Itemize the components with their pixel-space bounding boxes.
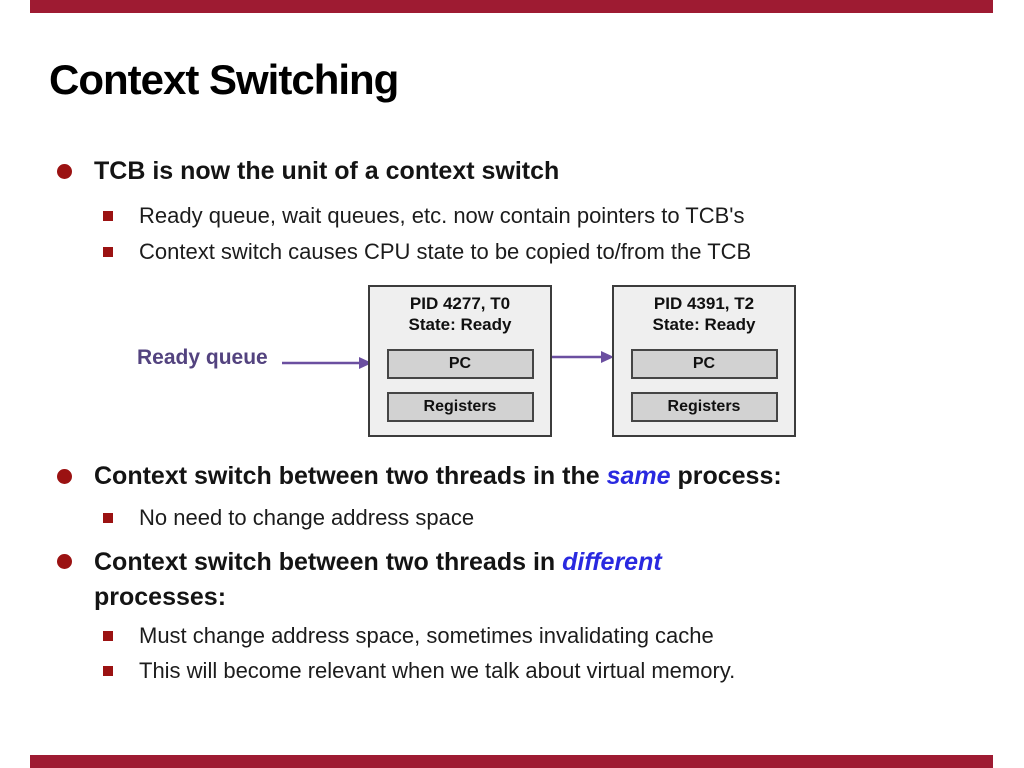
slide-body: TCB is now the unit of a context switch … (50, 155, 990, 685)
highlight-different: different (562, 548, 662, 576)
subbullet-text: This will become relevant when we talk a… (139, 658, 736, 683)
subbullet-text: Context switch causes CPU state to be co… (139, 239, 752, 264)
tcb-pid-line: PID 4391, T2 (653, 294, 755, 313)
bullet-square-icon (103, 513, 113, 523)
subbullet-cpu-state-copied: Context switch causes CPU state to be co… (50, 238, 990, 266)
tcb-pid-line: PID 4277, T0 (409, 294, 511, 313)
bullet-same-process: Context switch between two threads in th… (50, 460, 990, 492)
subbullet-text: No need to change address space (139, 505, 475, 530)
bullet-dot-icon (57, 469, 72, 484)
bullet-text: Context switch between two threads in th… (94, 460, 782, 492)
registers-field: Registers (386, 392, 534, 422)
bullet-dot-icon (57, 554, 72, 569)
tcb-box-1: PID 4277, T0 State: Ready PC Registers (368, 285, 552, 437)
bullet-text: TCB is now the unit of a context switch (94, 157, 560, 185)
tcb-state-line: State: Ready (652, 315, 756, 334)
bullet-text-post: process: (670, 462, 782, 490)
subbullet-no-address-space-change: No need to change address space (50, 504, 990, 532)
bullet-square-icon (103, 247, 113, 257)
bullet-text-pre: Context switch between two threads in (94, 548, 563, 576)
bullet-square-icon (103, 666, 113, 676)
bottom-accent-bar (30, 755, 993, 768)
bullet-text-pre: Context switch between two threads in th… (94, 462, 607, 490)
subbullet-text: Must change address space, sometimes inv… (139, 623, 714, 648)
subbullet-virtual-memory-relevance: This will become relevant when we talk a… (50, 657, 990, 685)
arrow-right-icon (552, 351, 614, 363)
registers-field: Registers (630, 392, 778, 422)
bullet-tcb-unit: TCB is now the unit of a context switch (50, 155, 990, 187)
tcb-box-2: PID 4391, T2 State: Ready PC Registers (612, 285, 796, 437)
bullet-square-icon (103, 211, 113, 221)
bullet-different-processes: Context switch between two threads in di… (50, 545, 990, 615)
bullet-text-post: processes: (94, 583, 227, 611)
tcb-state-line: State: Ready (408, 315, 512, 334)
pc-field: PC (386, 349, 534, 379)
subbullet-text: Ready queue, wait queues, etc. now conta… (139, 203, 745, 228)
highlight-same: same (606, 462, 671, 490)
ready-queue-diagram: Ready queue PID 4277, T0 State: Ready PC… (50, 283, 990, 439)
arrow-right-icon (282, 357, 372, 369)
ready-queue-label: Ready queue (137, 346, 268, 369)
bullet-dot-icon (57, 164, 72, 179)
pc-field: PC (630, 349, 778, 379)
bullet-text: Context switch between two threads in di… (94, 545, 794, 615)
subbullet-must-change-address-space: Must change address space, sometimes inv… (50, 622, 990, 650)
page-title: Context Switching (49, 56, 399, 103)
subbullet-ready-queue-pointers: Ready queue, wait queues, etc. now conta… (50, 202, 990, 230)
top-accent-bar (30, 0, 993, 13)
bullet-square-icon (103, 631, 113, 641)
